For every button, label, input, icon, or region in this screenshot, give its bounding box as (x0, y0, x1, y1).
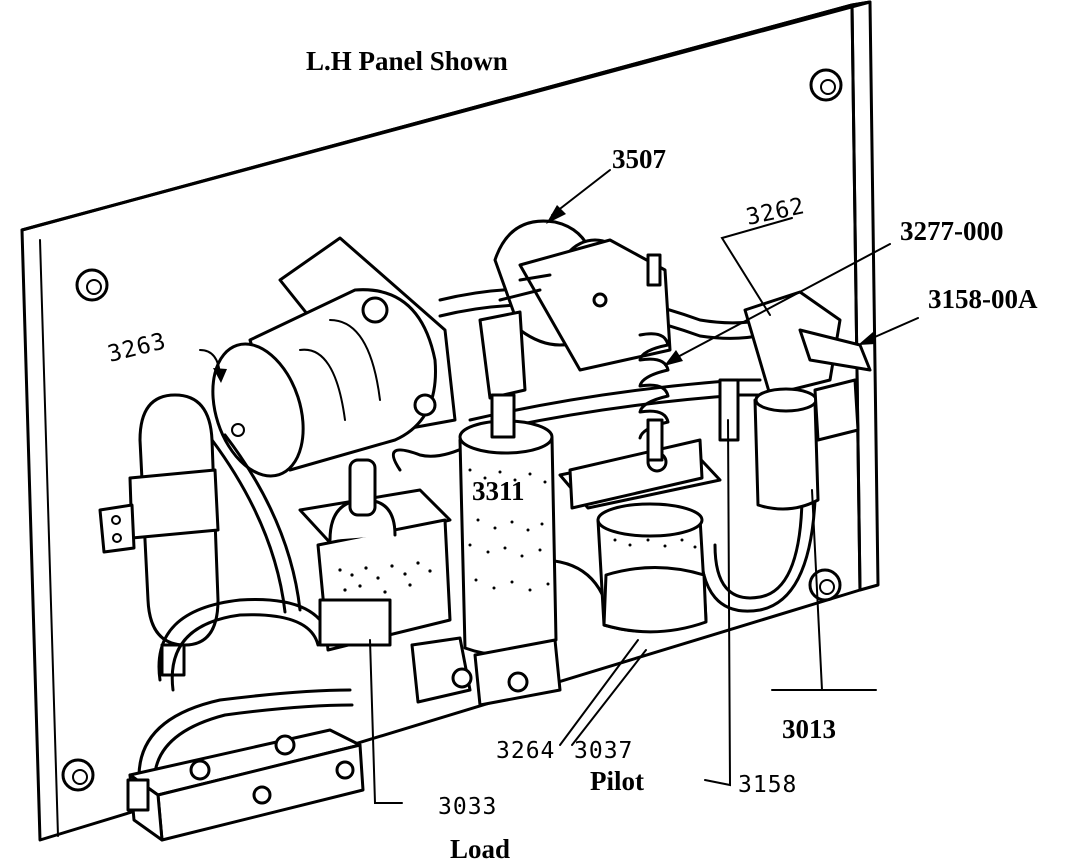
label-3507: 3507 (612, 144, 666, 174)
bolt-bottom-right (808, 568, 842, 602)
label-3264: 3264 (496, 738, 555, 764)
cylinder-3311 (410, 393, 562, 707)
panel-bolts (61, 68, 843, 792)
label-3158-00a: 3158-00A (928, 284, 1038, 314)
actuator-3507 (478, 219, 672, 400)
bolt-top-right (809, 68, 843, 102)
accumulator-bottle (98, 393, 220, 677)
spring-3277 (638, 332, 670, 462)
label-3033: 3033 (438, 794, 497, 820)
leader-lines (199, 169, 919, 804)
label-3277-000: 3277-000 (900, 216, 1004, 246)
label-3311: 3311 (472, 476, 525, 506)
manifold-block (126, 728, 365, 842)
bolt-bottom-left (61, 758, 95, 792)
panel-title: L.H Panel Shown (306, 46, 508, 76)
label-3037: 3037 (574, 738, 633, 764)
pilot-valve-3037 (558, 332, 722, 634)
bolt-top-left (75, 268, 109, 302)
label-3013: 3013 (782, 714, 836, 744)
label-load: Load (450, 834, 510, 864)
motor-3263 (211, 236, 457, 478)
label-3158: 3158 (738, 772, 797, 798)
valve-3033 (298, 458, 452, 652)
label-pilot: Pilot (590, 766, 644, 796)
